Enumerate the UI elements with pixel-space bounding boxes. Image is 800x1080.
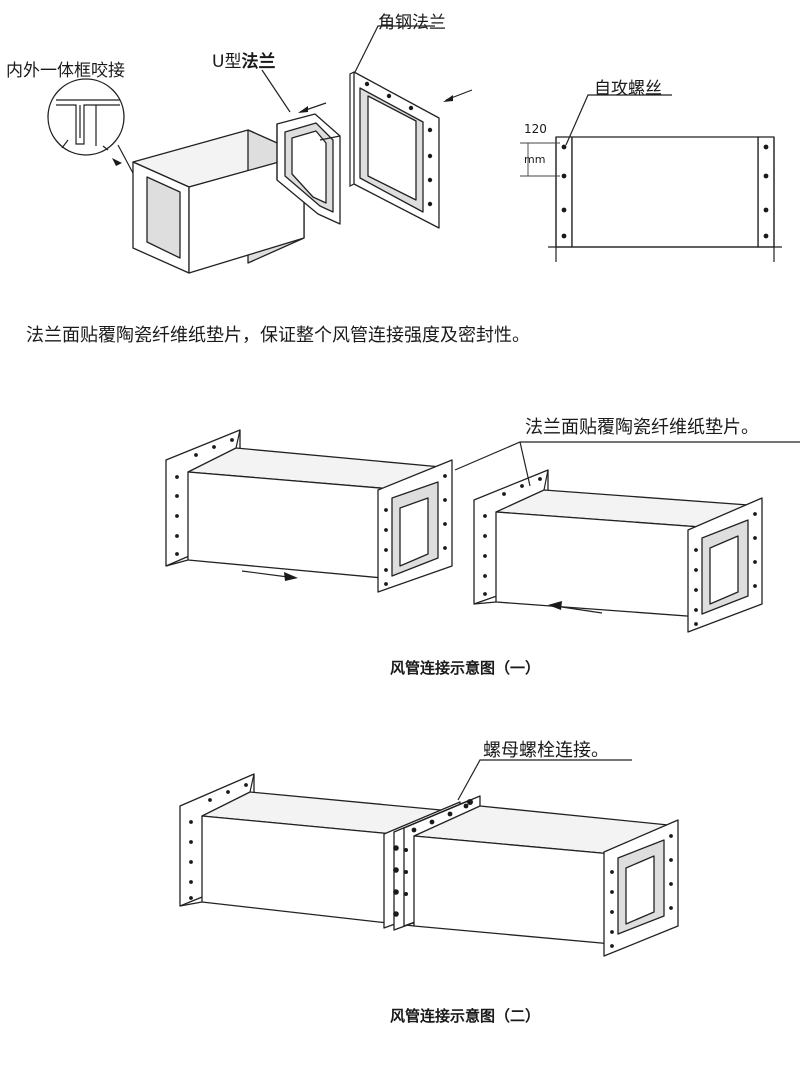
lock-seam-detail — [47, 78, 125, 156]
angle-flange — [349, 71, 440, 229]
diagram-one-left-duct — [165, 429, 453, 593]
angle-flange-label: 角钢法兰 — [378, 13, 446, 33]
screw-leader — [565, 94, 672, 146]
diagram-one-left-arrowhead — [284, 572, 298, 581]
diagram-one-right-arrow-line — [554, 605, 603, 614]
diagram-one-right-arrowhead — [548, 601, 562, 610]
diagram-two-bolts — [393, 799, 473, 917]
diagram-one-left-arrow-line — [241, 570, 289, 578]
diagram-two-right-duct — [413, 805, 679, 957]
u-flange-label: U型法兰 — [212, 47, 275, 72]
gasket-callout-label: 法兰面贴覆陶瓷纤维纸垫片。 — [525, 417, 759, 438]
diagram-one-caption: 风管连接示意图（一） — [390, 659, 541, 677]
lock-seam-leader — [117, 144, 135, 176]
bolt-callout-label: 螺母螺栓连接。 — [483, 740, 609, 761]
screw-label: 自攻螺丝 — [594, 79, 662, 99]
u-flange-label-prefix: U型 — [212, 52, 242, 72]
gasket-note: 法兰面贴覆陶瓷纤维纸垫片，保证整个风管连接强度及密封性。 — [26, 325, 530, 346]
diagram-one-right-duct-holes — [483, 477, 757, 626]
diagram-two-caption: 风管连接示意图（二） — [390, 1007, 541, 1025]
diagram-two-right-duct-holes — [610, 834, 673, 948]
screw-elevation-drawing — [548, 136, 782, 262]
diagram-one-left-duct-holes — [175, 438, 447, 586]
angle-flange-arrowhead — [443, 95, 453, 102]
screw-holes — [561, 144, 769, 239]
dimension-value: 120 — [524, 122, 547, 136]
bolt-callout-leader — [457, 759, 632, 801]
dimension-lines — [520, 142, 560, 177]
angle-flange-leader — [354, 25, 435, 73]
u-flange — [276, 113, 341, 225]
angle-flange-holes — [364, 81, 433, 207]
u-flange-label-suffix: 法兰 — [241, 52, 276, 72]
lock-seam-label: 内外一体框咬接 — [6, 61, 125, 81]
u-flange-arrowhead — [298, 106, 308, 113]
lock-seam-arrow — [112, 158, 122, 166]
diagram-one-right-duct — [473, 469, 763, 633]
dimension-unit: mm — [524, 153, 546, 166]
gasket-callout-leader — [454, 441, 800, 487]
u-flange-leader — [261, 69, 291, 113]
diagram-two-left-duct-holes — [189, 783, 248, 900]
